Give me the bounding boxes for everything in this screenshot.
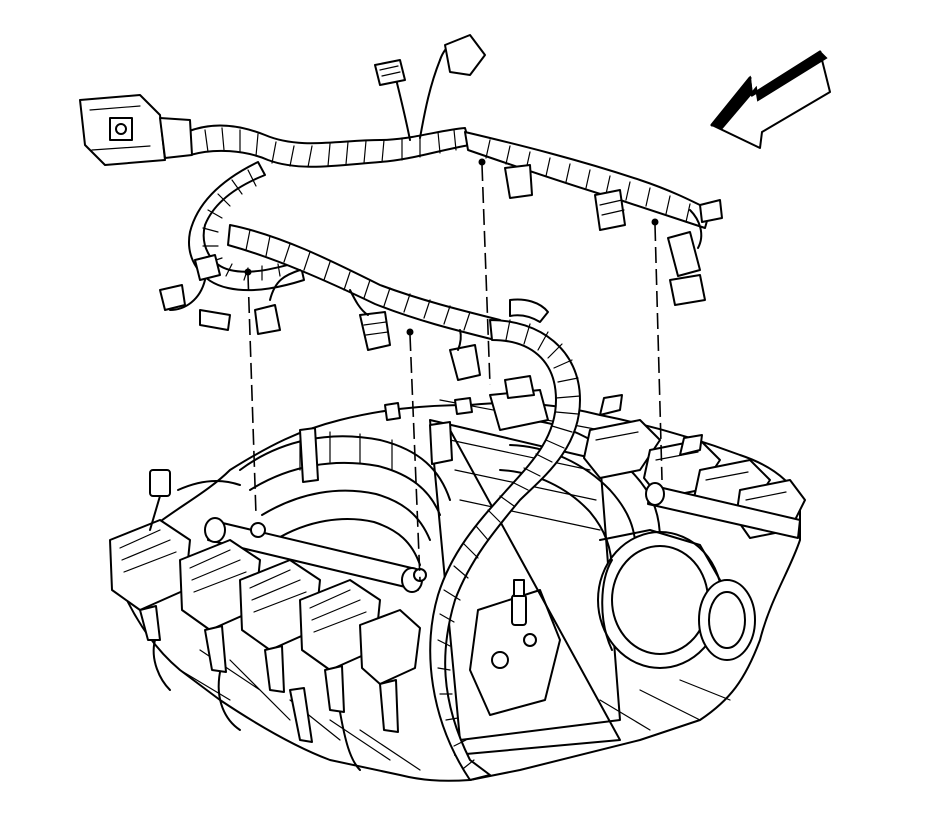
fuel-rail-left	[204, 517, 427, 593]
wiring-harness	[79, 34, 723, 781]
ignition-coils-right	[583, 394, 806, 539]
front-direction-arrow-icon	[710, 50, 831, 149]
ignition-coils-left	[109, 469, 421, 771]
fastener-locator-lines	[244, 158, 663, 581]
center-connectors	[299, 375, 549, 483]
